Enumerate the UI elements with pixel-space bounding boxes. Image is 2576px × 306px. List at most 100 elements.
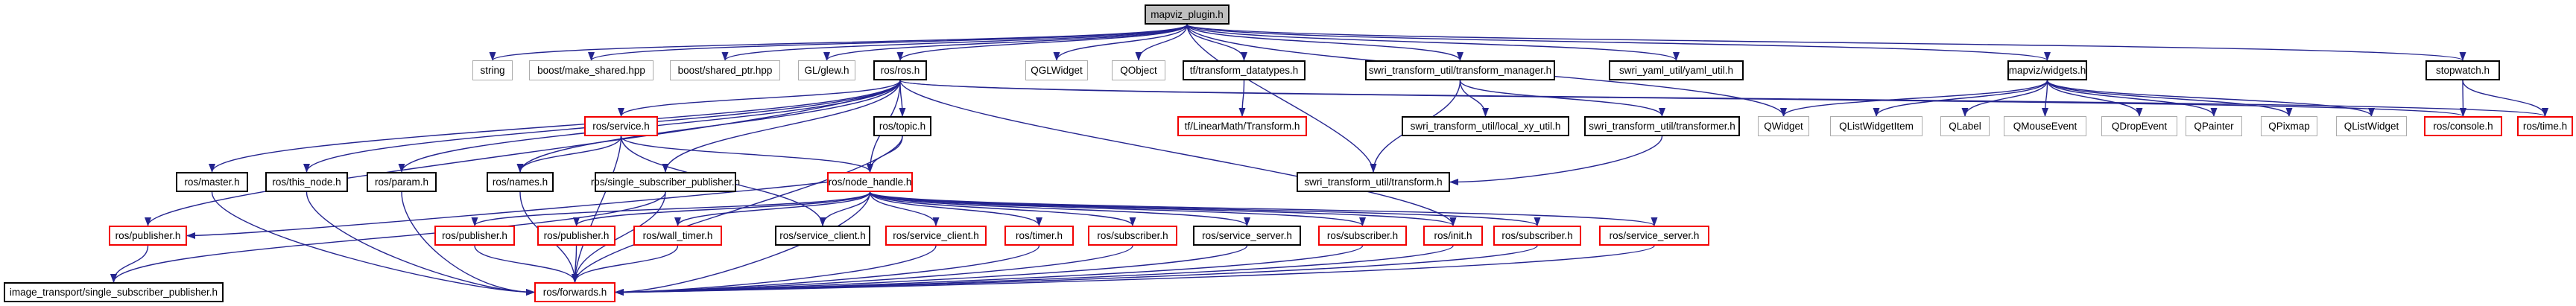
graph-node-sserver2[interactable]: ros/service_server.h — [1599, 226, 1709, 246]
graph-node-thisnode[interactable]: ros/this_node.h — [265, 172, 348, 192]
graph-node-imgtransport[interactable]: image_transport/single_subscriber_publis… — [4, 282, 224, 302]
edge-topic-nodehandle — [867, 136, 903, 173]
graph-node-qlabel[interactable]: QLabel — [1940, 116, 1990, 136]
edge-P-glew — [823, 24, 1188, 61]
edge-nodehandle-sclient2 — [869, 191, 940, 226]
graph-node-swritransform[interactable]: swri_transform_util/transform.h — [1297, 172, 1450, 192]
graph-node-qlwitem[interactable]: QListWidgetItem — [1830, 116, 1922, 136]
edge-nodehandle-sub2 — [869, 191, 1366, 226]
edge-P-sharedptr — [721, 24, 1188, 61]
graph-node-label: swri_yaml_util/yaml_util.h — [1618, 64, 1734, 76]
edge-rosros-time — [899, 80, 2548, 117]
edge-stopwatch-time — [2462, 80, 2548, 117]
graph-node-label: stopwatch.h — [2435, 64, 2490, 76]
graph-node-label: boost/shared_ptr.hpp — [677, 64, 773, 76]
graph-node-init[interactable]: ros/init.h — [1423, 226, 1483, 246]
graph-node-label: ros/param.h — [374, 176, 429, 188]
graph-node-qobject[interactable]: QObject — [1112, 60, 1165, 80]
edge-sserver2-forwards — [615, 245, 1655, 296]
graph-node-pub1[interactable]: ros/publisher.h — [109, 226, 187, 246]
graph-node-label: ros/service_client.h — [779, 229, 866, 241]
graph-node-label: QPainter — [2194, 120, 2234, 132]
graph-node-qwidget[interactable]: QWidget — [1758, 116, 1809, 136]
graph-node-stopwatch[interactable]: stopwatch.h — [2425, 60, 2500, 80]
graph-node-label: ros/publisher.h — [115, 229, 181, 241]
graph-node-transformer[interactable]: swri_transform_util/transformer.h — [1584, 116, 1740, 136]
graph-node-qdropevent[interactable]: QDropEvent — [2101, 116, 2177, 136]
graph-node-sharedptr[interactable]: boost/shared_ptr.hpp — [670, 60, 780, 80]
graph-node-service[interactable]: ros/service.h — [584, 116, 658, 136]
graph-node-sub3[interactable]: ros/subscriber.h — [1493, 226, 1581, 246]
graph-node-topic[interactable]: ros/topic.h — [873, 116, 931, 136]
graph-node-label: ros/subscriber.h — [1097, 229, 1168, 241]
graph-node-label: image_transport/single_subscriber_publis… — [9, 286, 218, 298]
graph-node-forwards[interactable]: ros/forwards.h — [534, 282, 615, 302]
graph-node-rosros[interactable]: ros/ros.h — [873, 60, 927, 80]
edge-sub1-forwards — [615, 245, 1133, 296]
edge-rosros-console — [899, 80, 2466, 117]
graph-node-qpainter[interactable]: QPainter — [2186, 116, 2242, 136]
edge-P-rosros — [896, 24, 1188, 61]
graph-node-label: QDropEvent — [2111, 120, 2168, 132]
edge-service-names — [516, 136, 622, 173]
edge-widgets-qmouseevent — [2042, 80, 2049, 117]
graph-node-label: ros/subscriber.h — [1501, 229, 1573, 241]
graph-node-time[interactable]: ros/time.h — [2517, 116, 2573, 136]
graph-node-qpixmap[interactable]: QPixmap — [2261, 116, 2317, 136]
graph-node-sserver1[interactable]: ros/service_server.h — [1193, 226, 1301, 246]
edge-P-yaml — [1186, 24, 1680, 61]
graph-node-label: QGLWidget — [1031, 64, 1083, 76]
graph-node-qglwidget[interactable]: QGLWidget — [1025, 60, 1088, 80]
graph-node-tmgr[interactable]: swri_transform_util/transform_manager.h — [1365, 60, 1555, 80]
graph-node-pub3[interactable]: ros/publisher.h — [537, 226, 615, 246]
graph-node-string[interactable]: string — [472, 60, 513, 80]
graph-node-label: QPixmap — [2268, 120, 2310, 132]
edge-pub2-forwards — [474, 245, 578, 283]
edge-widgets-qpainter — [2046, 80, 2218, 117]
edge-widgets-qlabel — [1961, 80, 2048, 117]
graph-node-qmouseevent[interactable]: QMouseEvent — [2004, 116, 2086, 136]
edge-transformer-swritransform — [1449, 136, 1663, 185]
graph-node-glew[interactable]: GL/glew.h — [798, 60, 855, 80]
edge-pub1-imgtransport — [110, 245, 149, 283]
edge-init-forwards — [615, 245, 1454, 296]
graph-node-sclient2[interactable]: ros/service_client.h — [885, 226, 987, 246]
edge-rosros-topic — [899, 80, 906, 117]
edge-P-qobject — [1135, 24, 1188, 61]
graph-node-timer[interactable]: ros/timer.h — [1004, 226, 1074, 246]
graph-node-yaml[interactable]: swri_yaml_util/yaml_util.h — [1609, 60, 1744, 80]
edge-nodehandle-sserver2 — [869, 191, 1658, 226]
graph-node-names[interactable]: ros/names.h — [487, 172, 554, 192]
graph-node-sub1[interactable]: ros/subscriber.h — [1088, 226, 1177, 246]
graph-node-widgets[interactable]: mapviz/widgets.h — [2007, 60, 2087, 80]
graph-node-label: QLabel — [1949, 120, 1981, 132]
graph-node-nodehandle[interactable]: ros/node_handle.h — [827, 172, 913, 192]
graph-node-P[interactable]: mapviz_plugin.h — [1145, 4, 1230, 25]
graph-node-label: ros/wall_timer.h — [642, 229, 713, 241]
graph-node-label: ros/service_server.h — [1609, 229, 1700, 241]
edge-tmgr-transformer — [1459, 80, 1665, 117]
edge-service-forwards — [572, 136, 622, 283]
graph-node-console[interactable]: ros/console.h — [2424, 116, 2502, 136]
graph-node-param[interactable]: ros/param.h — [367, 172, 437, 192]
graph-node-label: ros/console.h — [2433, 120, 2493, 132]
edge-nodehandle-init — [869, 191, 1457, 226]
graph-node-label: tf/LinearMath/Transform.h — [1184, 120, 1300, 132]
graph-node-sclient1[interactable]: ros/service_client.h — [775, 226, 870, 246]
graph-node-lmtransform[interactable]: tf/LinearMath/Transform.h — [1177, 116, 1307, 136]
edge-rosros-sspub — [662, 80, 901, 173]
graph-node-makeshared[interactable]: boost/make_shared.hpp — [529, 60, 654, 80]
graph-node-qlistwidget[interactable]: QListWidget — [2336, 116, 2407, 136]
edge-widgets-qwidget — [1780, 80, 2048, 117]
graph-node-sub2[interactable]: ros/subscriber.h — [1318, 226, 1407, 246]
graph-node-walltimer[interactable]: ros/wall_timer.h — [633, 226, 722, 246]
graph-node-tfdt[interactable]: tf/transform_datatypes.h — [1183, 60, 1306, 80]
graph-node-master[interactable]: ros/master.h — [176, 172, 248, 192]
graph-node-label: ros/topic.h — [879, 120, 926, 132]
edge-nodehandle-timer — [869, 191, 1042, 226]
graph-node-localxy[interactable]: swri_transform_util/local_xy_util.h — [1402, 116, 1569, 136]
edge-timer-forwards — [615, 245, 1040, 296]
graph-node-pub2[interactable]: ros/publisher.h — [434, 226, 515, 246]
graph-node-sspub[interactable]: ros/single_subscriber_publisher.h — [591, 172, 740, 192]
edge-nodehandle-sserver1 — [869, 191, 1250, 226]
